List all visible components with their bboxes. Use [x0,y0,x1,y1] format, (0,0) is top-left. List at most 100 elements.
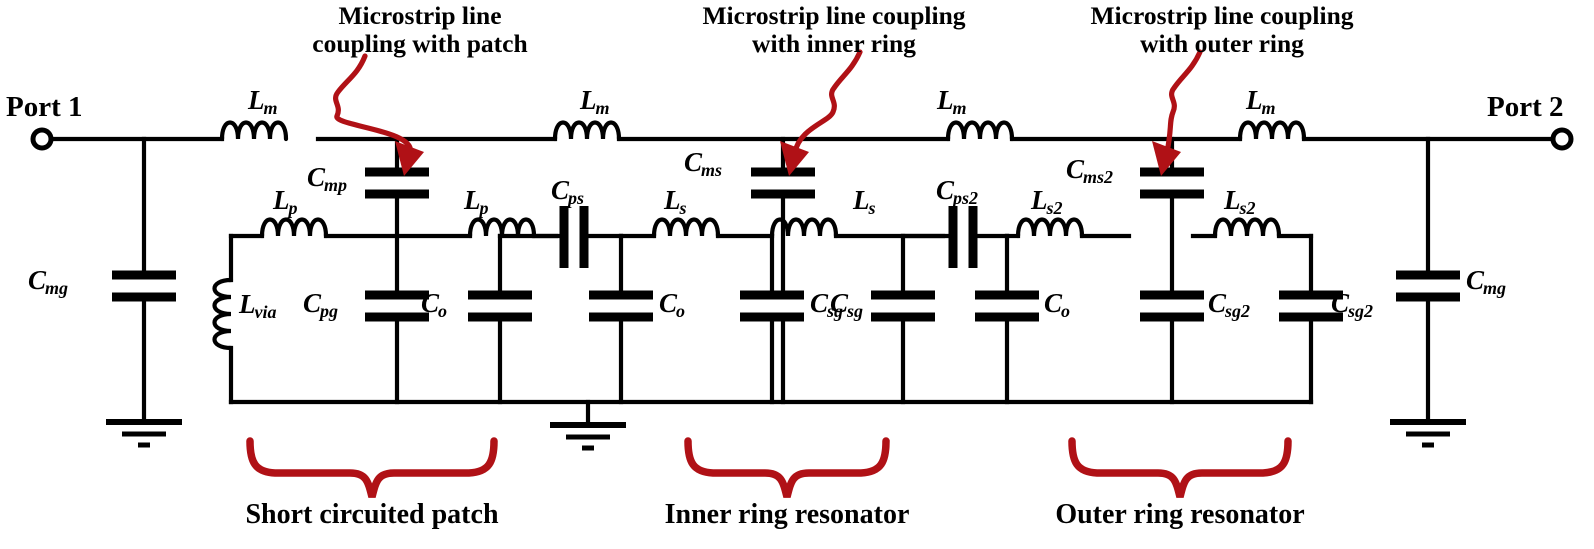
label-Lm-3-base: L [937,85,954,115]
inductor-Lm-4 [1240,123,1304,140]
port-2-label: Port 2 [1487,91,1564,123]
annotation-arrows [333,49,1203,156]
label-Lp-2: Lp [464,185,489,219]
label-Lp-1-base: L [273,185,290,215]
label-Cps-base: C [551,175,570,205]
label-Ls-2-sub: s [868,198,876,219]
label-Ls-1: Ls [664,185,687,219]
label-Co-2: Co [659,288,686,322]
brace-outer-ring [1068,437,1292,498]
label-Lm-4-sub: m [1261,98,1276,119]
label-Cms: Cms [684,147,723,181]
label-Co-2-base: C [659,288,678,318]
label-Lp-2-sub: p [479,198,489,219]
label-Lm-1: Lm [248,85,278,118]
label-Csg2-1-base: C [1208,288,1227,318]
label-Cmg-left-base: C [28,265,47,295]
label-Lm-3: Lm [937,85,967,118]
inductor-Ls-1 [654,220,718,237]
wires-layer [49,136,1555,428]
label-Cps2: Cps2 [936,175,979,209]
ground-group [106,419,1466,451]
inductor-Lp-2 [470,220,534,237]
brace-inner-ring [684,437,890,498]
label-Lm-4: Lm [1246,85,1276,119]
annotation-patch-line2: coupling with patch [312,28,528,58]
arrowhead-patch [395,141,424,176]
label-Csg2-1-sub: sg2 [1225,301,1251,322]
inductor-Lvia [215,280,232,348]
annotation-patch: Microstrip line coupling with patch [305,2,535,57]
series-capacitor-group [559,206,978,268]
label-Lvia-sub: via [254,302,277,323]
label-Cmg-left: Cmg [28,265,68,298]
label-Csg2-2-sub: sg2 [1348,301,1374,322]
label-Cps2-base: C [936,175,955,205]
annotation-inner: Microstrip line coupling with inner ring [672,2,996,57]
label-Co-3: Co [1044,288,1070,321]
annotation-patch-line1: Microstrip line [338,1,502,30]
label-Ls2-1: Ls2 [1031,185,1063,219]
label-Ls-1-sub: s [679,198,687,219]
label-Cpg-sub: pg [320,301,339,322]
label-Lm-4-base: L [1246,85,1263,115]
label-Lm-2-sub: m [595,98,610,119]
label-Ls2-2: Ls2 [1224,185,1256,218]
label-Cpg-base: C [303,288,322,318]
annotation-outer-line1: Microstrip line coupling [1090,1,1354,30]
label-Cps-sub: ps [568,188,585,209]
caption-outer-ring: Outer ring resonator [1055,499,1305,530]
inductor-Lm-1 [222,123,286,140]
label-Lm-1-base: L [248,85,265,115]
label-Ls2-1-base: L [1031,185,1048,215]
label-Co-1-sub: o [438,301,448,322]
label-Ls2-1-sub: s2 [1046,198,1063,219]
arrowhead-inner [780,141,809,176]
inductor-Lm-2 [555,123,619,140]
brace-short-circuited-patch [246,437,498,498]
label-Cmp-base: C [307,162,326,192]
caption-inner-ring: Inner ring resonator [664,499,910,530]
label-Ls2-2-base: L [1224,185,1241,215]
label-Csg-1-base: C [810,288,829,318]
label-Cmg-right-sub: mg [1483,278,1507,299]
label-Lvia-base: L [239,289,256,319]
label-Lvia: Lvia [239,289,277,323]
label-Csg-2: Csg [830,288,863,321]
label-Co-2-sub: o [676,301,686,322]
port-2-terminal[interactable] [1550,127,1574,151]
inductor-Ls2-2 [1215,220,1279,237]
arrow-outer-line [1164,49,1203,155]
label-Cmp: Cmp [307,162,348,196]
label-Ls-2-base: L [853,185,870,215]
label-Co-1-base: C [421,288,440,318]
label-Csg-1: Csg [810,288,843,321]
label-Csg2-2: Csg2 [1331,288,1374,322]
arrow-inner-line [792,49,863,155]
port-1-terminal[interactable] [30,127,54,151]
label-Csg-2-base: C [830,288,849,318]
arrow-patch-line [333,53,413,156]
label-Cpg: Cpg [303,288,339,322]
label-Cms-sub: ms [701,160,723,181]
port-terminals [30,127,1574,151]
label-Cmp-sub: mp [324,175,348,196]
label-Cmg-right: Cmg [1466,265,1507,299]
label-Cms2-sub: ms2 [1083,167,1114,188]
capacitor-group [112,167,1460,322]
arrowhead-outer [1152,141,1181,176]
inductor-Ls2-1 [1018,220,1082,237]
caption-short-circuited-patch: Short circuited patch [245,499,499,530]
label-Cps: Cps [551,175,585,209]
label-Co-3-base: C [1044,288,1063,318]
label-Cps2-sub: ps2 [953,188,979,209]
label-Csg2-1: Csg2 [1208,288,1251,322]
label-Co-1: Co [421,288,448,322]
brace-group [246,437,1292,498]
label-Csg2-2-base: C [1331,288,1350,318]
annotation-inner-line1: Microstrip line coupling [702,1,966,30]
label-Lm-2: Lm [580,85,610,119]
port-1-label: Port 1 [6,91,83,123]
